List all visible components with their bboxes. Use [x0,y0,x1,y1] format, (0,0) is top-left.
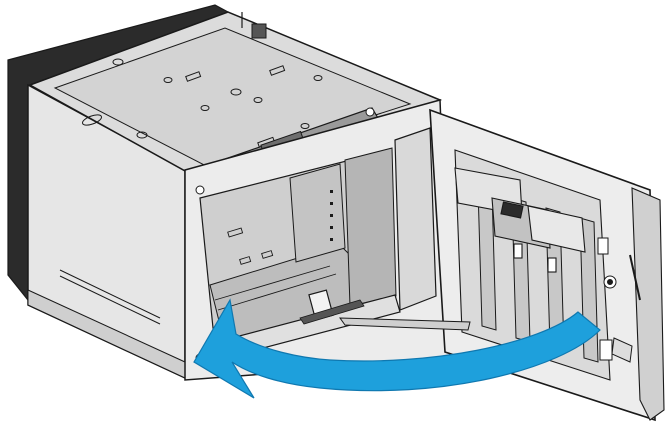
top-knob [251,23,267,39]
frame-screw-tl [195,185,205,195]
door-latches [597,237,633,363]
left-face-groove [59,269,161,319]
hinge-pillar [394,127,437,311]
door-strut [339,317,471,331]
floor-slots [214,227,337,311]
door-edge [631,187,665,421]
guide-wall-right [344,147,397,307]
top-inner-plate [53,27,412,169]
latch-icon [299,289,365,325]
guide-dots [330,190,333,241]
door-handle [629,254,641,301]
guide-wall-left [289,163,346,263]
door-mechanism [454,167,586,273]
left-face-groove-2 [59,275,161,325]
curved-arrow-icon [193,298,601,399]
